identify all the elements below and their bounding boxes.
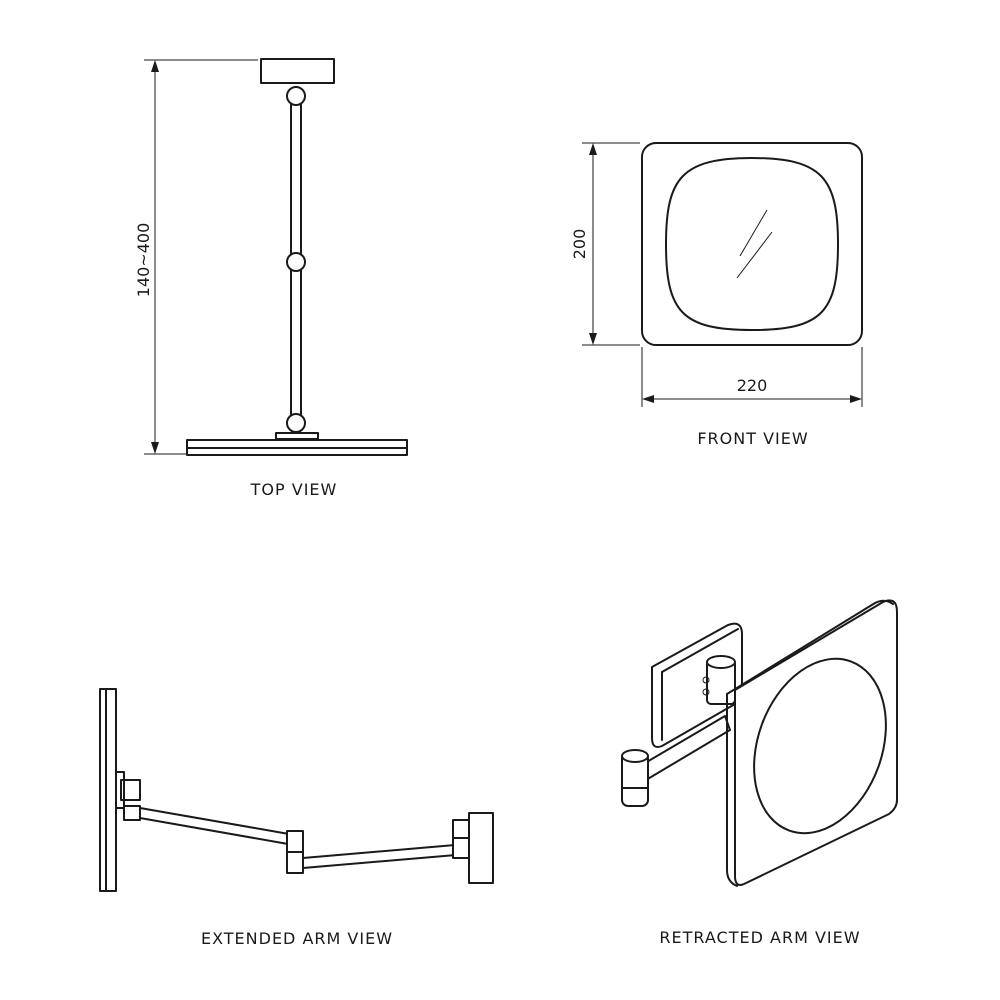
extended-arm-1	[139, 807, 290, 845]
glass-reflection-2	[736, 231, 773, 279]
joint-top	[286, 86, 306, 106]
extended-arm-view: EXTENDED ARM VIEW	[99, 688, 494, 948]
front-view-label: FRONT VIEW	[697, 429, 808, 448]
glass-reflection-1	[739, 209, 768, 257]
top-view-dimension-label: 140~400	[134, 223, 153, 297]
extended-mirror	[99, 688, 117, 892]
top-view: 140~400 TOP VIEW	[134, 58, 408, 499]
extended-arm-2	[302, 844, 457, 869]
top-view-label: TOP VIEW	[250, 480, 338, 499]
front-view-width-dimension: 220	[641, 347, 863, 407]
retracted-arm-view-label: RETRACTED ARM VIEW	[659, 928, 860, 947]
mirror-mount	[275, 432, 319, 440]
front-view-height-label: 200	[570, 229, 589, 260]
front-view-width-label: 220	[737, 376, 768, 395]
joint-middle	[286, 252, 306, 272]
front-view: 200 220 FRONT VIEW	[570, 142, 863, 448]
wall-plate	[260, 58, 335, 84]
retracted-mirror	[734, 599, 898, 886]
retracted-arm-view: RETRACTED ARM VIEW	[621, 599, 898, 947]
front-view-height-dimension: 200	[570, 142, 640, 346]
joint-bottom	[286, 413, 306, 433]
mirror-glass	[665, 157, 839, 331]
mirror-frame	[641, 142, 863, 346]
extended-arm-view-label: EXTENDED ARM VIEW	[201, 929, 393, 948]
top-view-dimension: 140~400	[134, 59, 258, 455]
extended-wall-plate	[468, 812, 494, 884]
retracted-mirror-glass	[753, 657, 887, 835]
extended-mirror-bracket	[115, 771, 125, 809]
